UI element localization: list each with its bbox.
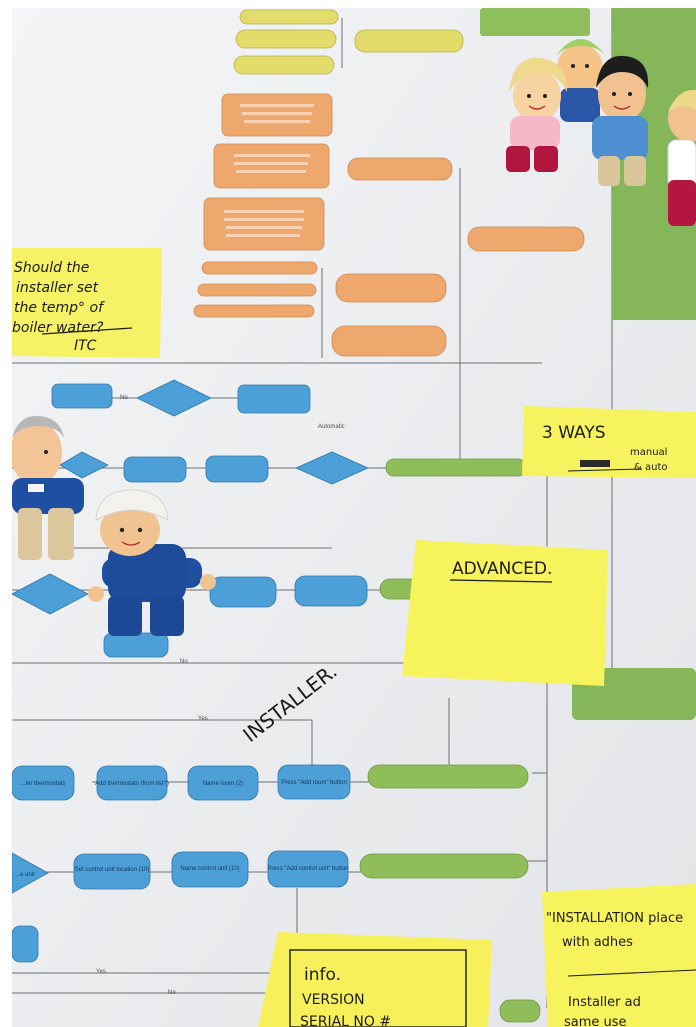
green-node-top <box>480 8 590 36</box>
note-left-line-4: boiler water? <box>12 320 104 336</box>
figure-white-helmet <box>88 489 216 636</box>
blue-node-3-label: Press "Add control unit" button <box>267 866 348 872</box>
note-info-line-1: info. <box>304 965 341 985</box>
blue-node-1-label: Set control unit location (10) <box>75 867 150 873</box>
orange-node-text-lines <box>224 104 314 237</box>
note-install-line-2: with adhes <box>562 935 633 950</box>
edge-label-no-3: No <box>120 395 128 401</box>
note-left-line-1: Should the <box>14 260 89 276</box>
blue-node-8-label: ...e unit <box>15 872 35 878</box>
note-ways-line-2: manual <box>630 447 667 458</box>
flowchart-photo: Set control unit location (10) Name cont… <box>12 8 696 1027</box>
note-install-line-1: "INSTALLATION place <box>546 911 683 926</box>
blue-node-2-label: Name control unit (10) <box>180 866 239 872</box>
figure-blonde <box>506 57 567 172</box>
blue-nodes <box>12 379 369 963</box>
sticky-note-info: info. VERSION SERIAL NO # <box>258 932 492 1027</box>
note-ways-line-3: & auto <box>634 462 667 473</box>
note-advanced-line-1: ADVANCED. <box>452 559 552 579</box>
note-info-line-3: SERIAL NO # <box>300 1014 391 1027</box>
note-info-line-2: VERSION <box>302 992 365 1008</box>
edge-label-no-1: No <box>180 659 188 665</box>
yellow-nodes <box>233 9 464 75</box>
blue-node-4-label: Add thermostats (from list?) <box>95 781 169 787</box>
sticky-note-advanced: ADVANCED. <box>402 540 608 686</box>
blue-node-5-label: Name room (2) <box>203 781 243 787</box>
note-left-line-2: installer set <box>16 280 99 296</box>
edge-labels: Yes No Yes No No Automatic <box>96 395 345 996</box>
blue-node-labels: Set control unit location (10) Name cont… <box>15 780 349 878</box>
blue-node-6-label: Press "Add room" button <box>281 780 347 786</box>
figure-green-hair <box>556 39 606 122</box>
figure-dark-hair <box>592 55 649 186</box>
edge-label-yes-2: Yes <box>96 969 106 975</box>
blue-node-7-label: ...ter thermostats <box>20 781 65 787</box>
sticky-note-left: Should the installer set the temp° of bo… <box>12 248 162 358</box>
figure-grey-hair <box>12 416 84 560</box>
note-left-line-5: ITC <box>74 338 97 354</box>
figure-right-edge <box>667 89 696 226</box>
note-install-line-3: Installer ad <box>568 995 641 1010</box>
edge-label-auto: Automatic <box>318 424 345 430</box>
edge-label-no-2: No <box>168 990 176 996</box>
note-install-line-4: same use <box>564 1015 627 1027</box>
figure-top-right-group <box>506 39 696 226</box>
note-ways-line-1: 3 WAYS <box>542 423 606 443</box>
sticky-note-ways: 3 WAYS manual & auto <box>522 406 696 478</box>
green-pills <box>359 458 541 1023</box>
edge-label-yes-1: Yes <box>198 716 208 722</box>
note-left-line-3: the temp° of <box>14 300 105 316</box>
sticky-note-install: "INSTALLATION place with adhes Installer… <box>542 884 696 1027</box>
photo-scene: Set control unit location (10) Name cont… <box>12 8 696 1027</box>
